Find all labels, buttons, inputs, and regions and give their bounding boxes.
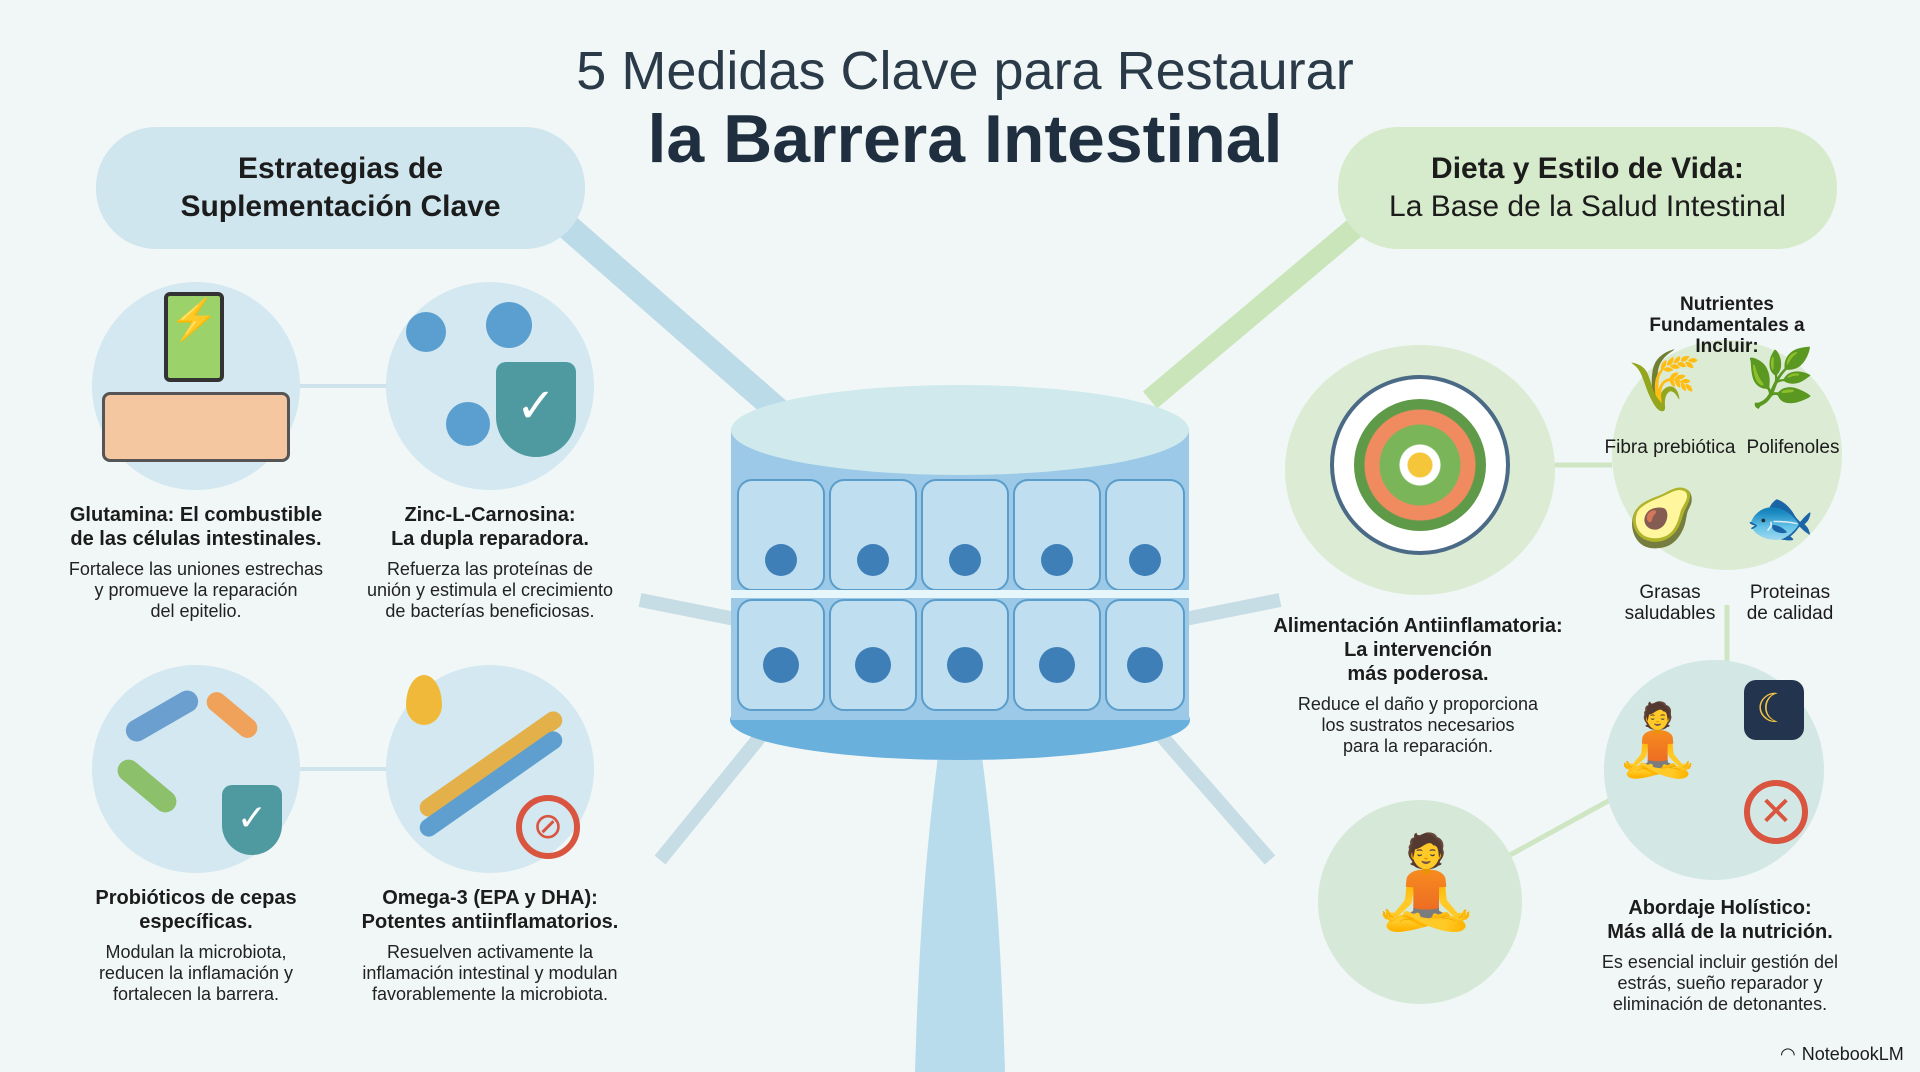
nutrients-title-line: Fundamentales a Incluir: [1649,315,1805,357]
diet-title: La intervención [1344,639,1492,661]
probiotics-block: Probióticos de cepas específicas. Modula… [16,886,376,1005]
turmeric-leaf-icon: 🌿 [1745,346,1815,409]
moon-icon: ☾ [1744,680,1804,740]
desc-line: reducen la inflamación y [98,963,294,983]
glutamine-title: Glutamina: El combustible [69,504,323,526]
desc-line: Resuelven activamente la [386,942,594,962]
supplement-strategies-header: Estrategias de Suplementación Clave [96,127,585,249]
zinc-title: Zinc-L-Carnosina: [404,504,576,526]
probiotics-title: Probióticos de cepas [95,887,297,909]
desc-line: eliminación de detonantes. [1612,994,1828,1014]
desc-line: Fortalece las uniones estrechas [68,559,324,579]
header-line2: Suplementación Clave [180,190,501,223]
glutamine-icon: ⚡ [92,282,300,490]
diet-title: más poderosa. [1347,663,1489,685]
zinc-block: Zinc-L-Carnosina: La dupla reparadora. R… [310,503,670,622]
meditation-icon: 🧘 [1614,701,1702,779]
wheat-icon: 🌾 [1627,347,1702,414]
probiotics-title: específicas. [139,911,253,933]
holistic-title: Más allá de la nutrición. [1607,921,1833,943]
diet-lifestyle-header: Dieta y Estilo de Vida: La Base de la Sa… [1338,127,1837,249]
header-line1: Dieta y Estilo de Vida: [1431,152,1744,185]
desc-line: unión y estimula el crecimiento [366,580,614,600]
desc-line: inflamación intestinal y modulan [362,963,618,983]
desc-line: Modulan la microbiota, [105,942,287,962]
glutamine-title: de las células intestinales. [70,528,322,550]
meditating-person-icon: 🧘 [1318,800,1522,1004]
desc-line: y promueve la reparación [94,580,298,600]
desc-line: para la reparación. [1342,736,1494,756]
holistic-block: Abordaje Holístico: Más allá de la nutri… [1540,896,1900,1015]
zinc-title: La dupla reparadora. [391,528,589,550]
desc-line: fortalecen la barrera. [112,984,280,1004]
brand-label: NotebookLM [1801,1044,1904,1064]
notebooklm-logo-icon: ◠ [1780,1044,1796,1064]
label-line: Grasas [1639,582,1701,603]
polifenoles-label: Polifenoles [1746,437,1840,458]
desc-line: estrás, sueño reparador y [1617,973,1823,993]
omega3-title: Omega-3 (EPA y DHA): [382,887,598,909]
no-trigger-icon: ✕ [1744,780,1808,844]
label-line: saludables [1624,603,1716,624]
desc-line: del epitelio. [150,601,242,621]
header-line1: Estrategias de [237,152,444,185]
diet-title: Alimentación Antiinflamatoria: [1273,615,1563,637]
label-line: Proteinas [1749,582,1831,603]
notebooklm-brand: ◠ NotebookLM [1780,1044,1904,1065]
nutrients-circle [1612,340,1842,570]
desc-line: Es esencial incluir gestión del [1601,952,1839,972]
label-line: de calidad [1746,603,1834,624]
omega3-title: Potentes antiinflamatorios. [361,911,619,933]
zinc-carnosine-icon: ✓ [386,282,594,490]
desc-line: Refuerza las proteínas de [386,559,594,579]
lifestyle-icon: 🧘 ☾ ✕ [1604,660,1824,880]
avocado-icon: 🥑 [1627,486,1697,549]
header-line2: La Base de la Salud Intestinal [1389,190,1786,223]
desc-line: los sustratos necesarios [1321,715,1515,735]
omega3-icon: ⊘ [386,665,594,873]
omega3-block: Omega-3 (EPA y DHA): Potentes antiinflam… [310,886,670,1005]
holistic-title: Abordaje Holístico: [1628,897,1812,919]
desc-line: favorablemente la microbiota. [371,984,609,1004]
nutrients-title-line: Nutrientes [1680,294,1774,315]
probiotics-icon: ✓ [92,665,300,873]
anti-inflammatory-diet-block: Alimentación Antiinflamatoria: La interv… [1238,614,1598,757]
fish-icon: 🐟 [1745,486,1815,549]
title-line1: 5 Medidas Clave para Restaurar [576,41,1354,101]
nutrients-title: Nutrientes Fundamentales a Incluir: [1627,294,1827,357]
anti-inflammatory-plate-icon [1285,345,1555,595]
glutamine-block: Glutamina: El combustible de las células… [16,503,376,622]
fibra-label: Fibra prebiótica [1604,437,1736,458]
desc-line: de bacterías beneficiosas. [385,601,595,621]
desc-line: Reduce el daño y proporciona [1297,694,1539,714]
title-line2: la Barrera Intestinal [647,101,1283,177]
